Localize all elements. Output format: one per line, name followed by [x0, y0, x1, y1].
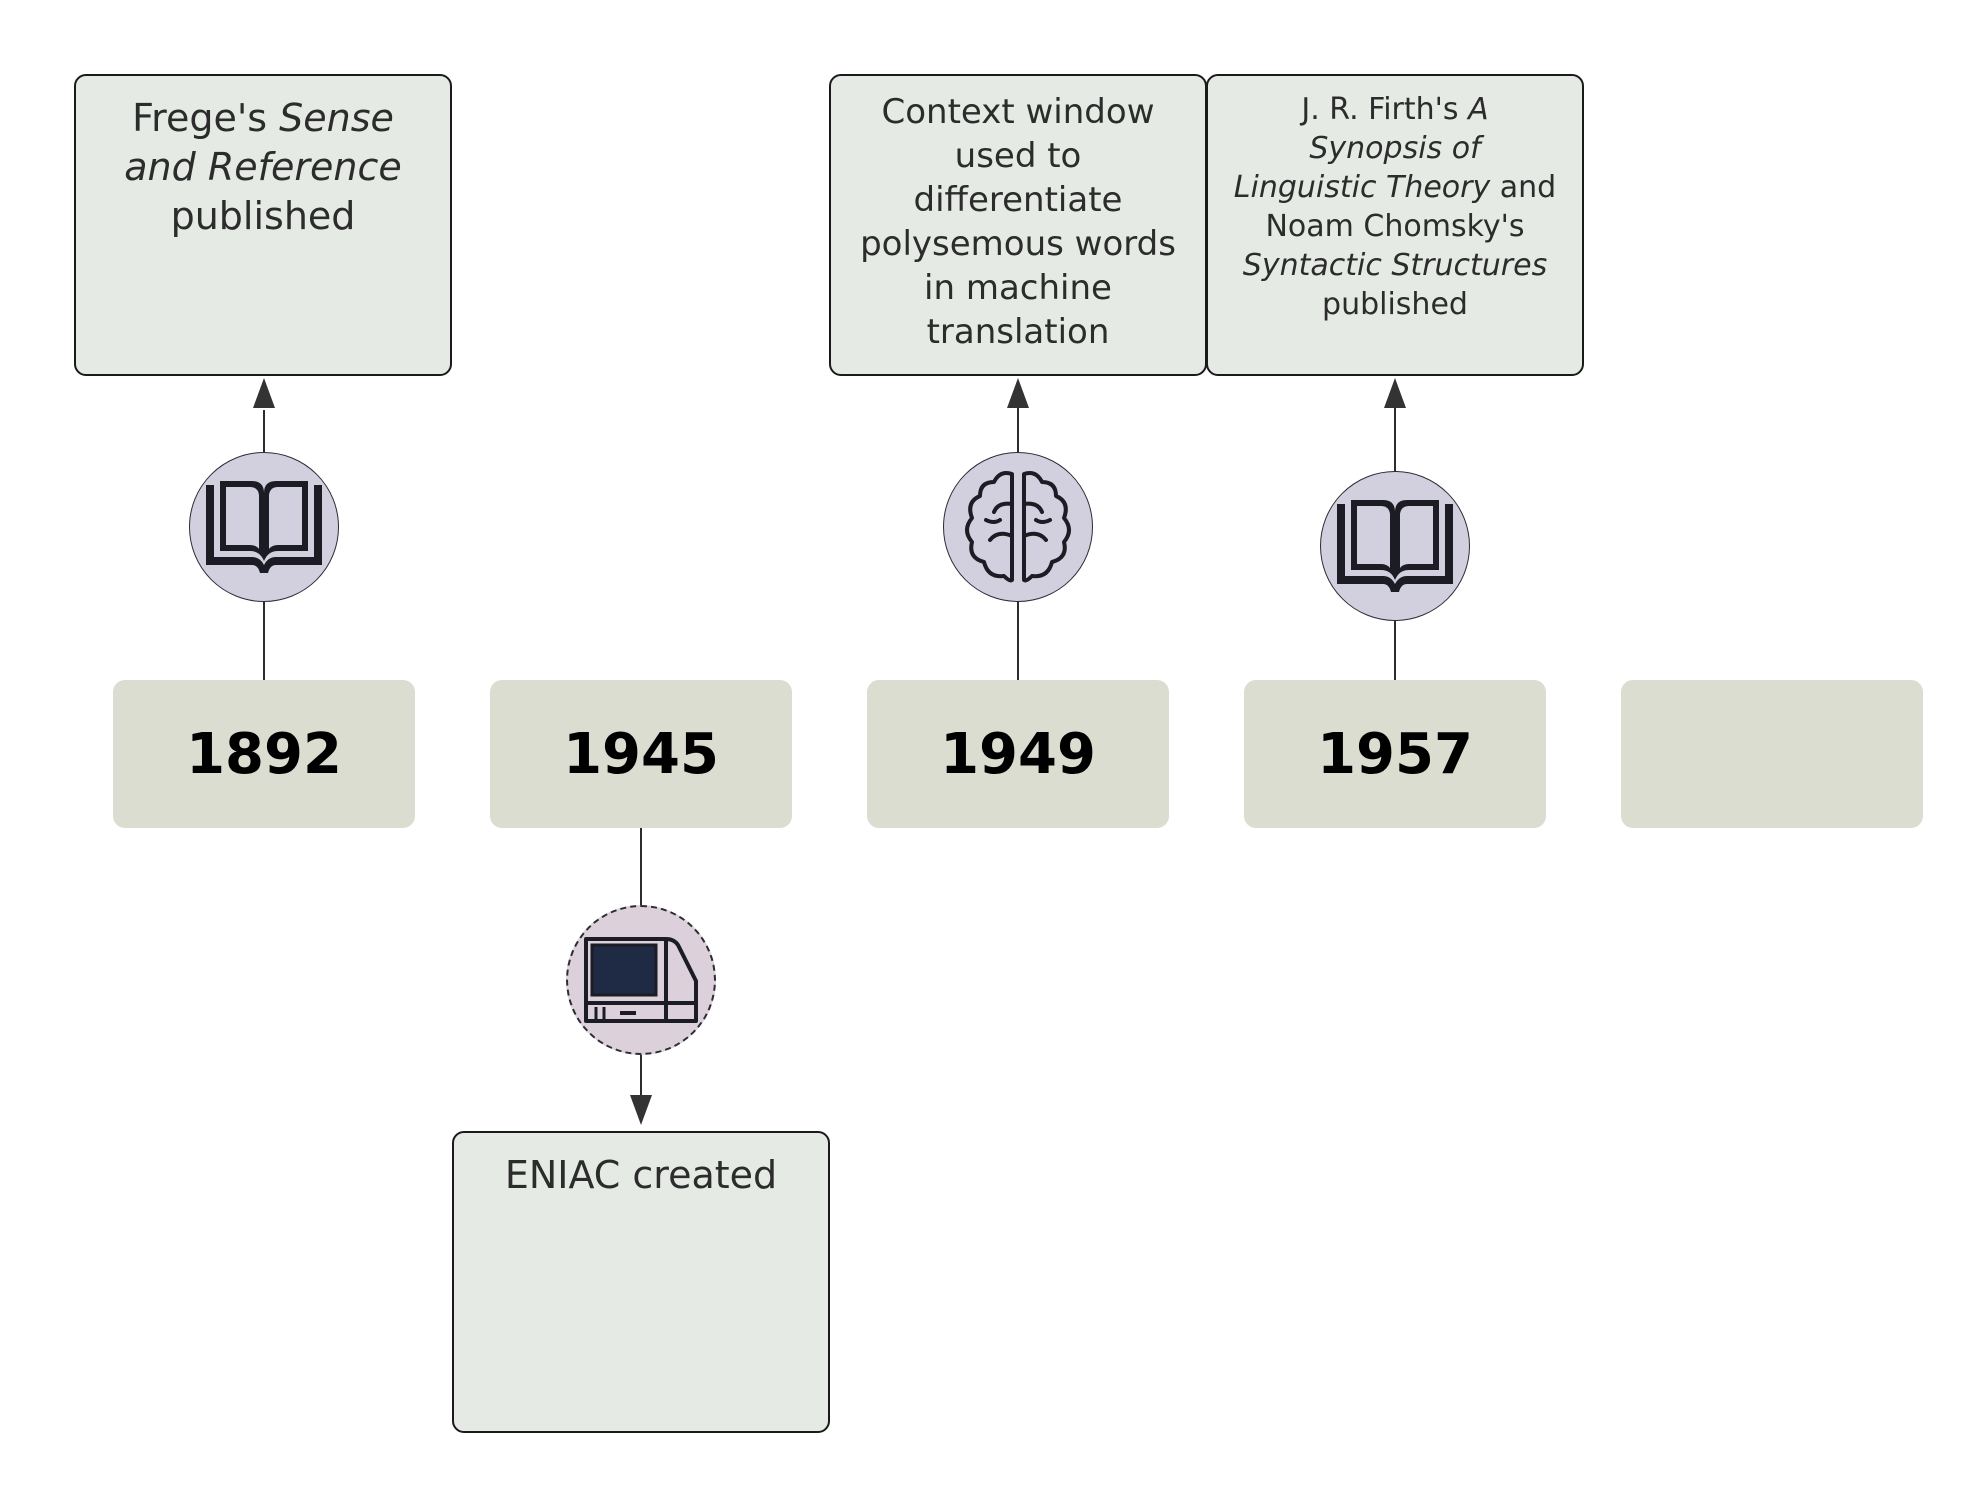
event-text: published [170, 194, 356, 238]
year-label: 1945 [563, 721, 719, 787]
connector-line [1394, 621, 1396, 680]
event-box-frege: Frege's Sense and Reference published [74, 74, 452, 376]
arrow-down [630, 1095, 652, 1125]
year-label: 1949 [940, 721, 1096, 787]
book-icon [206, 481, 322, 573]
connector-line [640, 1055, 642, 1095]
arrow-up [1384, 378, 1406, 408]
event-text: Context window [881, 92, 1155, 132]
event-text-italic: Syntactic Structures [1242, 248, 1548, 283]
event-box-eniac: ENIAC created [452, 1131, 830, 1433]
icon-circle-book [189, 452, 339, 602]
computer-icon [584, 937, 698, 1023]
year-box-1957: 1957 [1244, 680, 1546, 828]
event-text-italic: and Reference [124, 145, 402, 189]
icon-circle-brain [943, 452, 1093, 602]
connector-line [1394, 408, 1396, 471]
connector-line [1017, 602, 1019, 680]
event-text: differentiate [913, 180, 1123, 220]
event-text-italic: Linguistic Theory [1233, 170, 1491, 205]
event-text: J. R. Firth's [1301, 92, 1469, 127]
event-text: in machine [924, 268, 1112, 308]
event-text: Frege's [132, 96, 280, 140]
icon-circle-book [1320, 471, 1470, 621]
event-text: Noam Chomsky's [1265, 209, 1525, 244]
event-text: published [1322, 287, 1468, 322]
arrow-up [1007, 378, 1029, 408]
event-text: ENIAC created [504, 1153, 778, 1197]
arrow-up [253, 378, 275, 408]
icon-circle-computer [566, 905, 716, 1055]
event-text-italic: A [1468, 92, 1489, 127]
event-text-italic: Synopsis of [1309, 131, 1481, 166]
year-label: 1957 [1317, 721, 1473, 787]
event-box-context-window: Context window used to differentiate pol… [829, 74, 1207, 376]
event-text: translation [926, 312, 1110, 352]
event-text: and [1490, 170, 1557, 205]
year-label: 1892 [186, 721, 342, 787]
year-box-1945: 1945 [490, 680, 792, 828]
connector-line [640, 828, 642, 905]
brain-icon [965, 471, 1071, 583]
event-text: polysemous words [860, 224, 1176, 264]
book-icon [1337, 500, 1453, 592]
connector-line [1017, 408, 1019, 452]
year-box-empty [1621, 680, 1923, 828]
connector-line [263, 410, 265, 452]
connector-line [263, 602, 265, 680]
event-text: used to [954, 136, 1082, 176]
event-text-italic: Sense [279, 96, 394, 140]
year-box-1892: 1892 [113, 680, 415, 828]
event-box-firth-chomsky: J. R. Firth's A Synopsis of Linguistic T… [1206, 74, 1584, 376]
year-box-1949: 1949 [867, 680, 1169, 828]
